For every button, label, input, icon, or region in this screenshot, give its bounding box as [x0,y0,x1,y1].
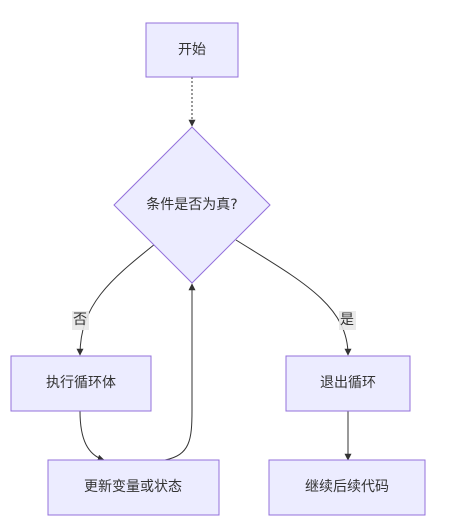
edge-update-to-condition [164,283,196,461]
edge-condition-to-exit-loop [235,239,352,356]
edge-loop-body-to-update [79,410,105,462]
edge-label-yes: 是 [339,311,356,330]
edge-label-no-text: 否 [73,312,87,328]
node-start: 开始 [145,22,239,78]
node-exit-loop: 退出循环 [285,355,411,412]
edges [76,77,352,462]
node-update: 更新变量或状态 [47,459,220,516]
node-exit-loop-label: 退出循环 [320,375,376,391]
node-loop-body: 执行循环体 [10,355,152,412]
node-loop-body-label: 执行循环体 [46,375,116,391]
edge-condition-to-loop-body [76,243,156,356]
node-condition-label: 条件是否为真? [146,196,237,213]
node-continue-code: 继续后续代码 [268,459,426,516]
node-continue-code-label: 继续后续代码 [305,478,389,495]
edge-label-yes-text: 是 [340,312,354,328]
node-update-label: 更新变量或状态 [84,479,182,495]
node-start-label: 开始 [178,42,206,58]
node-condition: 条件是否为真? [113,126,271,284]
edge-label-no: 否 [72,311,89,330]
